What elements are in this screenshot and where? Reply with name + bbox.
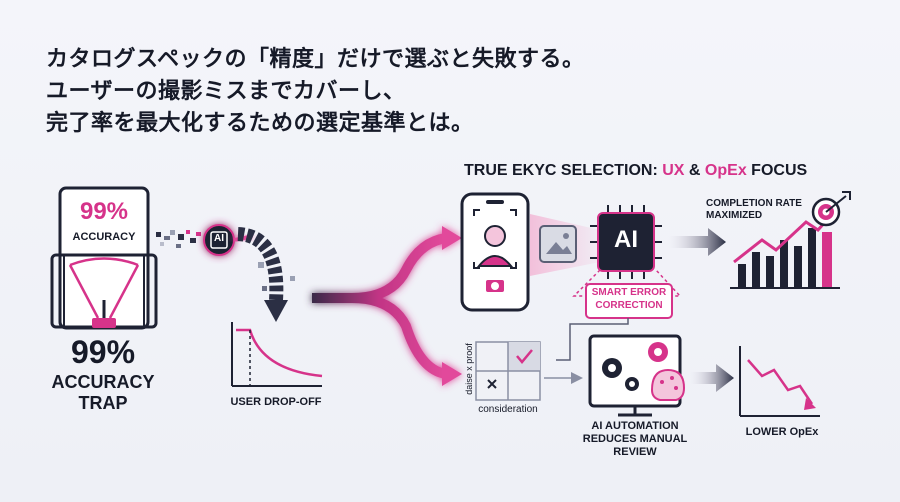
- matrix-ylabel: daise x proof: [464, 343, 474, 395]
- trap-bait: [92, 318, 116, 328]
- selection-title-amp: &: [684, 162, 705, 179]
- split-flow: [312, 226, 462, 386]
- correction-connector: [556, 318, 629, 361]
- decision-matrix: [475, 341, 541, 401]
- smart-correction-line2: CORRECTION: [595, 300, 663, 311]
- selection-title-opex: OpEx: [704, 162, 747, 179]
- ai-chip-left-label: AI: [214, 233, 224, 244]
- trap-title-line1: ACCURACY: [51, 372, 155, 392]
- selection-title-ux: UX: [662, 162, 685, 179]
- smart-correction-connector: [572, 269, 682, 297]
- selection-title: TRUE EKYC SELECTION: UX & OpEx FOCUS: [464, 162, 807, 180]
- lower-opex-label: LOWER OpEx: [745, 426, 819, 438]
- automation-line3: REVIEW: [613, 446, 657, 458]
- selection-title-suffix: FOCUS: [746, 162, 808, 179]
- card-accuracy-label: ACCURACY: [72, 231, 136, 243]
- arrow-to-completion: [668, 228, 726, 256]
- automation-line1: AI AUTOMATION: [591, 420, 679, 432]
- ai-processor: [590, 205, 662, 279]
- pixel-dissolve: [156, 230, 201, 248]
- completion-line2: MAXIMIZED: [706, 210, 763, 221]
- completion-chart: [730, 211, 840, 289]
- ai-processor-label: AI: [614, 226, 638, 253]
- automation-monitor: [588, 334, 686, 417]
- smartphone: [460, 192, 530, 312]
- headline: カタログスペックの「精度」だけで選ぶと失敗する。 ユーザーの撮影ミスまでカバーし…: [46, 44, 584, 140]
- automation-line2: REDUCES MANUAL: [582, 433, 688, 445]
- arrow-to-opex: [690, 364, 734, 392]
- brain-icon: [650, 368, 686, 401]
- smart-correction-line1: SMART ERROR: [591, 287, 667, 298]
- lower-opex-chart: [739, 346, 820, 417]
- headline-line-1: カタログスペックの「精度」だけで選ぶと失敗する。: [46, 47, 585, 72]
- checkmark-icon: [516, 349, 533, 364]
- selection-title-prefix: TRUE EKYC SELECTION:: [464, 162, 663, 179]
- card-percent: 99%: [79, 198, 129, 225]
- trap-big-percent: 99%: [70, 334, 136, 370]
- headline-line-3: 完了率を最大化するための選定基準とは。: [46, 111, 474, 136]
- headline-line-2: ユーザーの撮影ミスまでカバーし、: [46, 79, 406, 104]
- trap-title-line2: TRAP: [78, 393, 128, 413]
- accuracy-trap-card: [50, 186, 158, 330]
- dropoff-arrow: [237, 227, 295, 322]
- cross-icon: [487, 379, 497, 389]
- dropoff-label: USER DROP-OFF: [230, 396, 322, 408]
- target-icon: [811, 191, 851, 227]
- image-icon: [539, 225, 577, 263]
- smart-correction-box: [585, 283, 673, 319]
- completion-line1: COMPLETION RATE: [706, 198, 802, 209]
- matrix-xlabel: consideration: [478, 404, 538, 415]
- dropoff-chart: [231, 322, 323, 387]
